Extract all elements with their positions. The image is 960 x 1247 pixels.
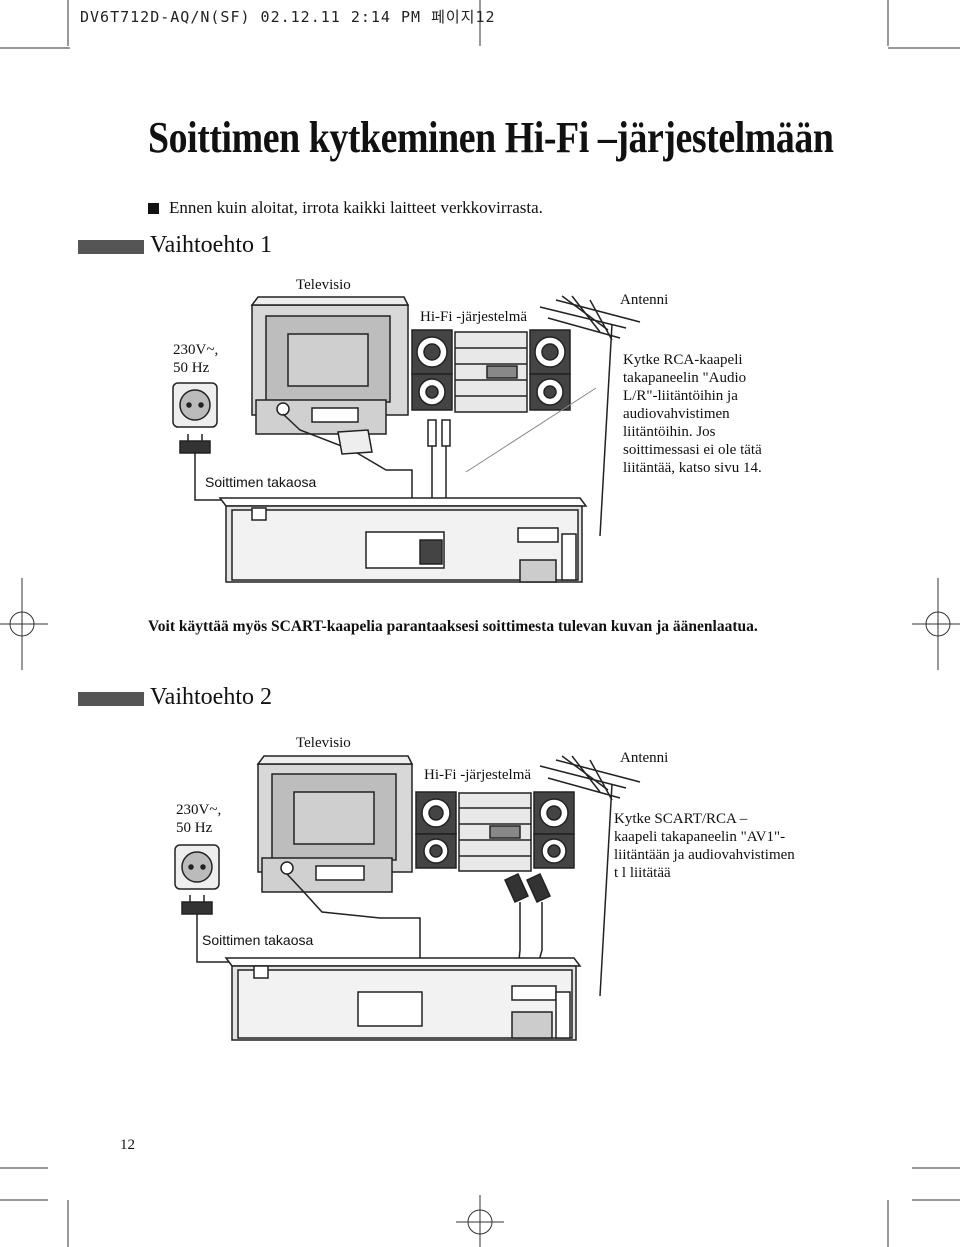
note-line: Kytke RCA-kaapeli [623,352,743,368]
note-line: Kytke SCART/RCA – [614,811,748,827]
option2-note: Kytke SCART/RCA – kaapeli takapaneelin "… [614,810,795,882]
option2-antenna-label: Antenni [620,750,669,766]
dvd-player-back-illustration [218,497,588,583]
note-line: takapaneelin "Audio [623,370,747,386]
option1-bar [78,240,144,254]
option1-hifi-label: Hi-Fi -järjestelmä [420,309,528,325]
option2-bar [78,692,144,706]
option2-hifi-label: Hi-Fi -järjestelmä [424,767,532,783]
option1-player-back-label: Soittimen takaosa [205,474,317,490]
power-outlet-illustration [174,844,262,963]
option2-power-frequency: 50 Hz [176,820,213,836]
option1-note: Kytke RCA-kaapeli takapaneelin "Audio L/… [623,351,762,477]
hifi-illustration [411,329,571,413]
option1-power-frequency: 50 Hz [173,360,210,376]
tv-illustration [256,755,414,893]
note-line: L/R"-liitäntöihin ja [623,388,738,404]
antenna-illustration [539,755,641,997]
note-line: t l liitätää [614,865,671,881]
option1-heading: Vaihtoehto 1 [150,232,272,258]
note-line: liitäntää, katso sivu 14. [623,460,762,476]
bullet-square-icon [148,202,159,214]
page-title: Soittimen kytkeminen Hi-Fi –järjestelmää… [148,113,834,162]
option1-power-voltage: 230V~, [173,342,219,358]
option2-player-back-label: Soittimen takaosa [202,932,314,948]
intro-text: Ennen kuin aloitat, irrota kaikki laitte… [169,198,543,217]
note-line: kaapeli takapaneelin "AV1"- [614,829,786,845]
option2-heading: Vaihtoehto 2 [150,684,272,710]
option1-antenna-label: Antenni [620,292,669,308]
antenna-illustration [539,295,641,537]
dvd-player-back-illustration [224,957,582,1041]
option1-tv-label: Televisio [296,277,351,293]
hifi-illustration [415,791,575,872]
option2-tv-label: Televisio [296,735,351,751]
note-line: liitäntään ja audiovahvistimen [614,847,795,863]
note-line: audiovahvistimen [623,406,730,422]
option2-power-voltage: 230V~, [176,802,222,818]
intro-bullet: Ennen kuin aloitat, irrota kaikki laitte… [148,198,543,218]
note-line: soittimessasi ei ole tätä [623,442,762,458]
print-header: DV6T712D-AQ/N(SF) 02.12.11 2:14 PM 페이지12 [80,8,496,26]
power-outlet-illustration [172,382,260,501]
scart-tip: Voit käyttää myös SCART-kaapelia paranta… [148,618,758,635]
tv-illustration [250,296,410,435]
page-number: 12 [120,1137,135,1153]
note-line: liitäntöihin. Jos [623,424,716,440]
